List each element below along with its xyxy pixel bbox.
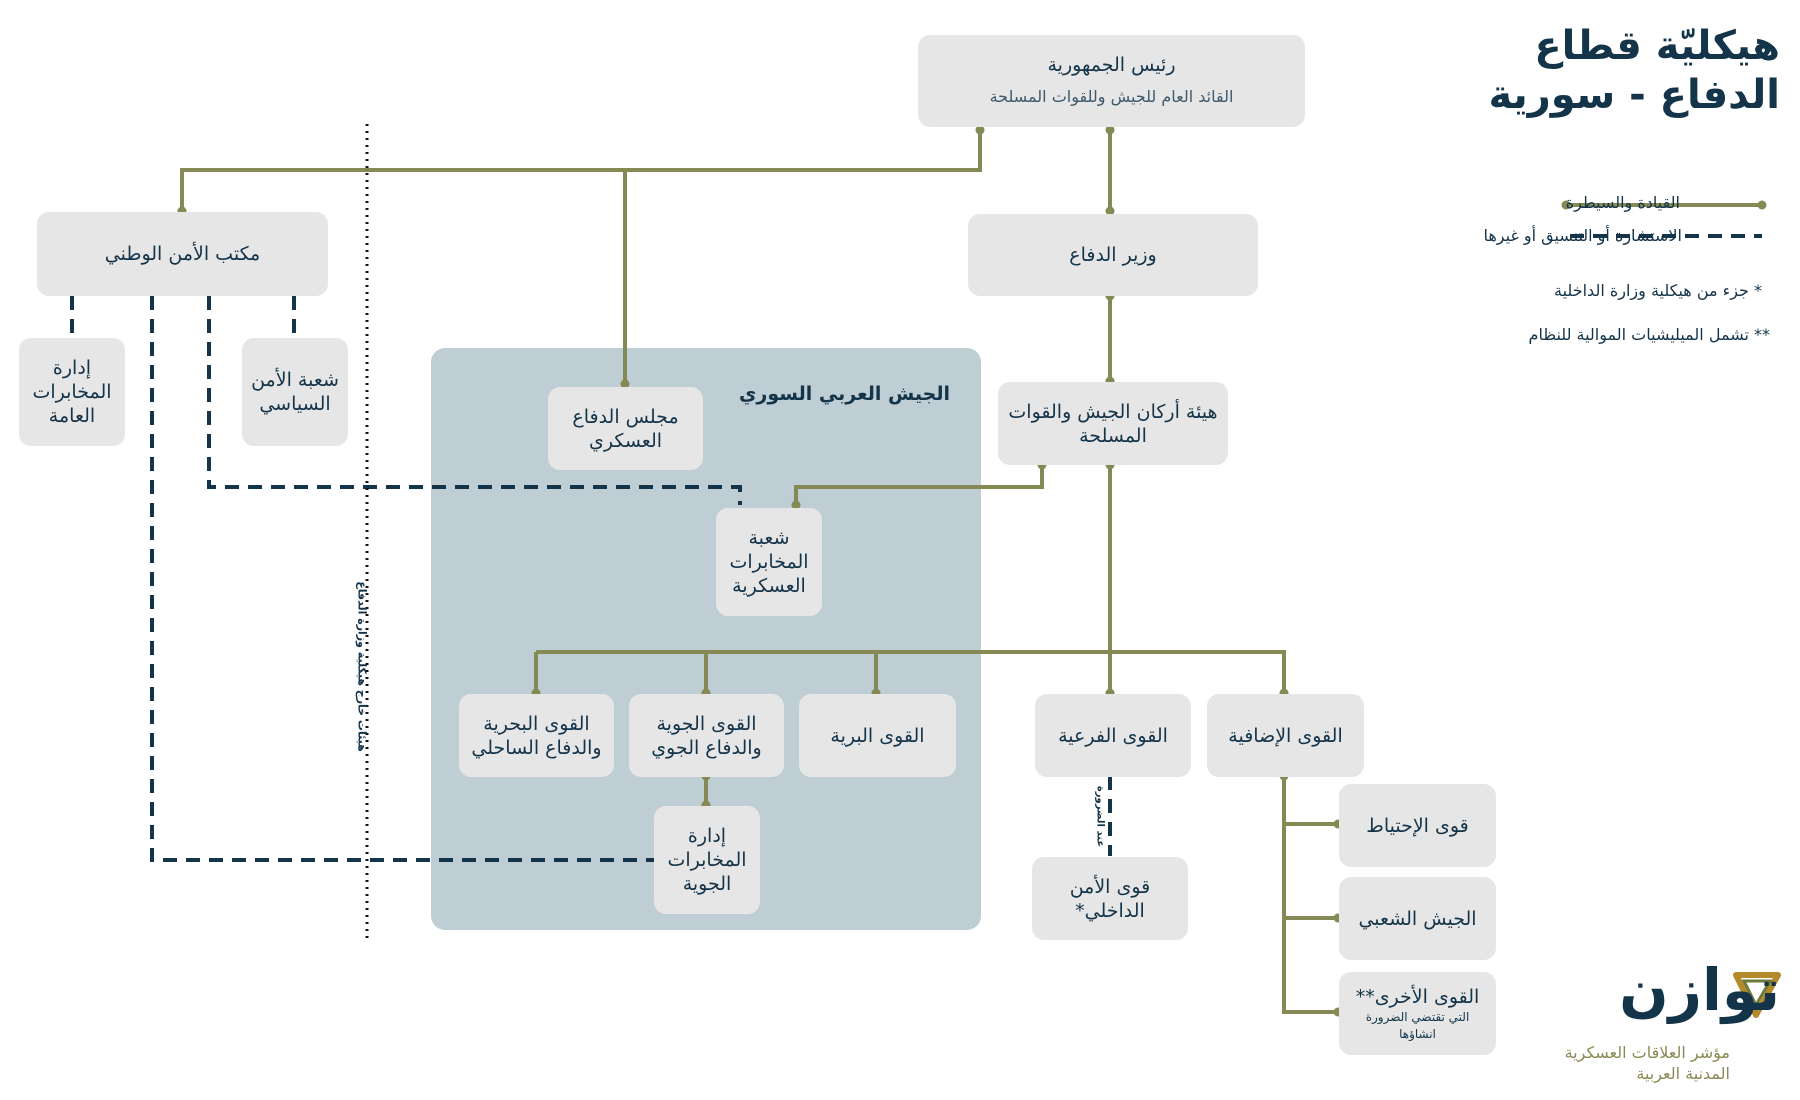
- logo-tagline: مؤشر العلاقات العسكرية المدنية العربية: [1564, 1043, 1730, 1083]
- outside-ministry-label: هيئات خارج هيكلية وزارة الدفاع: [355, 581, 369, 752]
- when-needed-label: عند الضرورة: [1094, 785, 1106, 848]
- syrian-army-label: الجيش العربي السوري: [739, 383, 950, 405]
- command-lines: [180, 130, 1762, 1014]
- branch-forces-box: القوى الفرعية: [1035, 694, 1191, 777]
- consult-lines: [70, 234, 1762, 862]
- additional-forces-box: القوى الإضافية: [1207, 694, 1364, 777]
- legend-command-label: القيادة والسيطرة: [1565, 193, 1680, 212]
- note-interior-ministry: * جزء من هيكلية وزارة الداخلية: [1554, 281, 1762, 300]
- political-security-box: شعبة الأمن السياسي: [242, 338, 348, 446]
- other-forces-box: القوى الأخرى** التي تقتضي الضرورة انشاؤه…: [1339, 972, 1496, 1055]
- internal-security-box: قوى الأمن الداخلي*: [1032, 857, 1188, 940]
- air-intelligence-box: إدارة المخابرات الجوية: [654, 806, 760, 914]
- navy-box: القوى البحرية والدفاع الساحلي: [459, 694, 614, 777]
- popular-army-box: الجيش الشعبي: [1339, 877, 1496, 960]
- military-intelligence-box: شعبة المخابرات العسكرية: [716, 508, 822, 616]
- national-security-office-box: مكتب الأمن الوطني: [37, 212, 328, 296]
- defense-minister-box: وزير الدفاع: [968, 214, 1258, 296]
- military-defense-council-box: مجلس الدفاع العسكري: [548, 387, 703, 470]
- page-title: هيكليّة قطاع الدفاع - سورية: [1488, 23, 1780, 118]
- general-intelligence-box: إدارة المخابرات العامة: [19, 338, 125, 446]
- general-staff-box: هيئة أركان الجيش والقوات المسلحة: [998, 382, 1228, 465]
- air-force-box: القوى الجوية والدفاع الجوي: [629, 694, 784, 777]
- legend-consult-label: الاستشارة أو التنسيق أو غيرها: [1483, 226, 1682, 245]
- president-box: رئيس الجمهورية القائد العام للجيش وللقوا…: [918, 35, 1305, 127]
- reserve-forces-box: قوى الإحتياط: [1339, 784, 1496, 867]
- logo-mark-icon: [1733, 972, 1781, 1018]
- tawazun-logo: توازن: [1619, 956, 1780, 1024]
- land-forces-box: القوى البرية: [799, 694, 956, 777]
- note-militias: ** تشمل الميليشيات الموالية للنظام: [1528, 325, 1770, 344]
